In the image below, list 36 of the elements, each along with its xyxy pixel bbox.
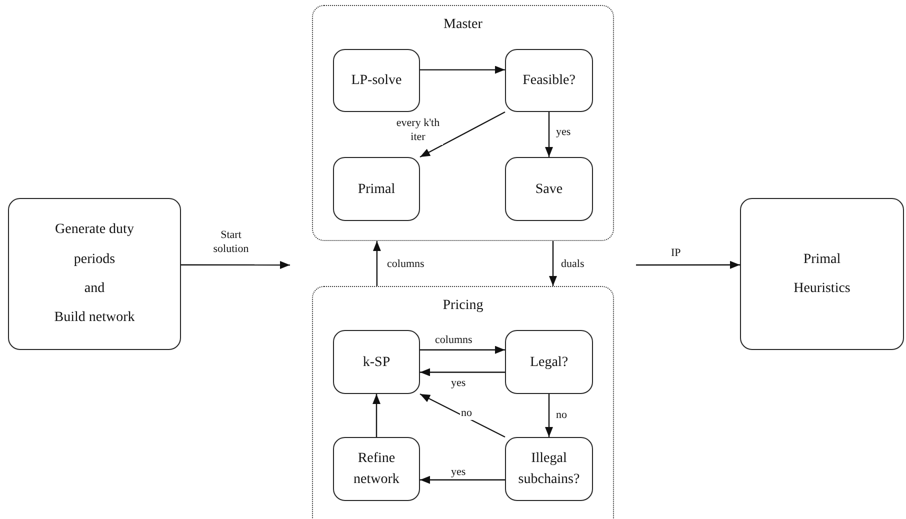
arrow [545, 112, 553, 157]
node-label: Primal [358, 180, 396, 198]
arrow [549, 241, 557, 286]
process-box [505, 330, 593, 394]
node-label: and [84, 280, 105, 298]
arrow [372, 241, 381, 286]
node-label: Illegal subchains? [517, 450, 581, 489]
arrow [420, 368, 505, 376]
node-label: Build network [54, 309, 135, 328]
node-label: Primal Heuristics [792, 250, 852, 298]
arrow [420, 476, 505, 484]
node-label: Legal? [530, 354, 568, 372]
process-box [505, 437, 593, 501]
process-box [333, 437, 420, 501]
process-box [8, 198, 181, 350]
process-box [505, 49, 593, 112]
node-label: LP-solve [351, 72, 402, 90]
arrow [420, 393, 506, 438]
arrow [420, 346, 505, 354]
node-label: Refine network [352, 450, 400, 489]
group-title: Master [444, 16, 482, 34]
arrow [636, 260, 740, 269]
arrow [372, 394, 380, 437]
node-label: Feasible? [522, 72, 576, 90]
process-box [740, 198, 904, 350]
group-title: Pricing [442, 297, 484, 315]
arrow [420, 66, 505, 74]
process-box [333, 49, 420, 112]
process-box [333, 330, 420, 394]
arrow [420, 111, 506, 158]
node-label: k-SP [362, 354, 390, 372]
process-box [333, 157, 420, 221]
process-box [505, 157, 593, 221]
arrow [545, 394, 553, 437]
node-label: Save [535, 180, 563, 198]
arrow [181, 261, 290, 269]
